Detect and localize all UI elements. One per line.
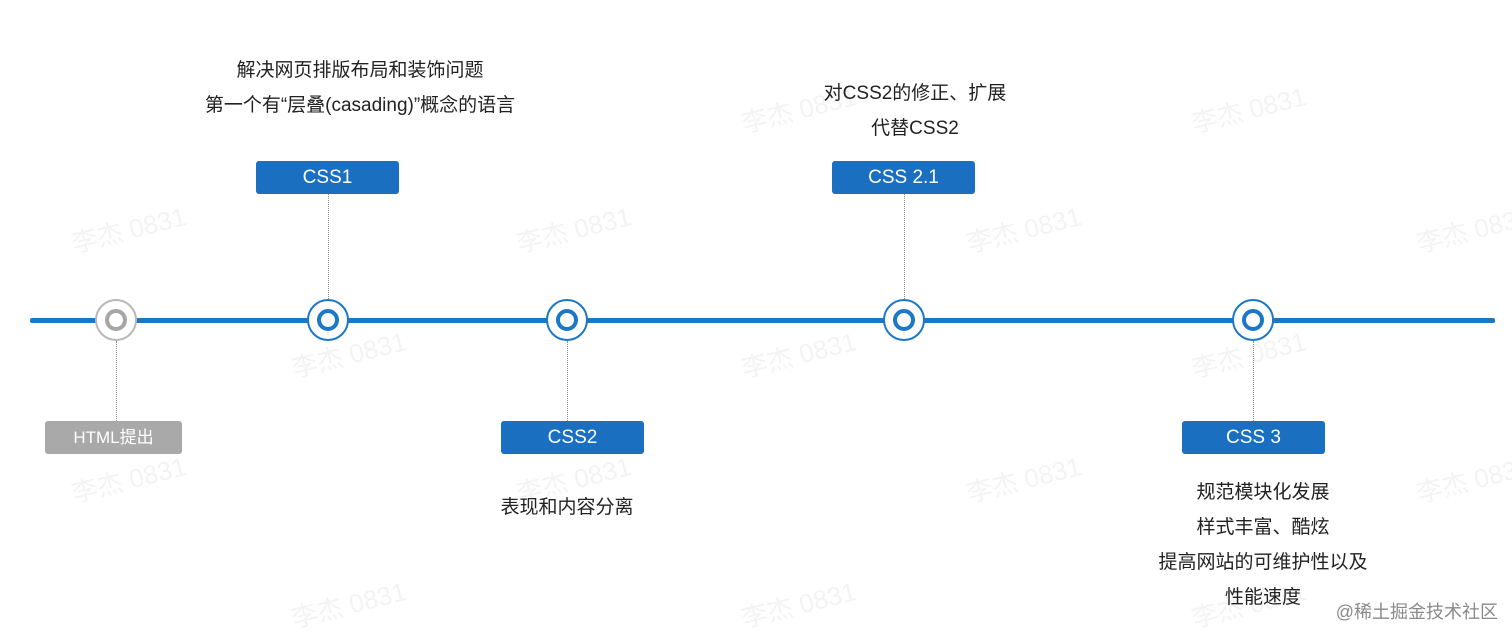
timeline-axis bbox=[30, 318, 1495, 323]
watermark: 李杰 0831 bbox=[963, 451, 1085, 509]
milestone-notes-css3: 规范模块化发展 样式丰富、酷炫 提高网站的可维护性以及 性能速度 bbox=[1123, 475, 1403, 615]
connector-line bbox=[904, 194, 905, 299]
milestone-note: 对CSS2的修正、扩展 bbox=[823, 83, 1007, 104]
timeline-node-html bbox=[95, 299, 137, 341]
connector-line bbox=[1253, 341, 1254, 421]
timeline-node-css1 bbox=[307, 299, 349, 341]
milestone-label-css21: CSS 2.1 bbox=[832, 161, 975, 194]
milestone-notes-css1: 解决网页排版布局和装饰问题 第一个有“层叠(casading)”概念的语言 bbox=[150, 53, 570, 123]
watermark: 李杰 0831 bbox=[963, 201, 1085, 259]
watermark: 李杰 0831 bbox=[513, 201, 635, 259]
watermark: 李杰 0831 bbox=[1413, 451, 1512, 509]
milestone-note: 解决网页排版布局和装饰问题 bbox=[236, 60, 484, 81]
watermark: 李杰 0831 bbox=[1413, 201, 1512, 259]
milestone-label-css2: CSS2 bbox=[501, 421, 644, 454]
milestone-note: 第一个有“层叠(casading)”概念的语言 bbox=[204, 95, 516, 116]
connector-line bbox=[116, 341, 117, 421]
milestone-label-css3: CSS 3 bbox=[1182, 421, 1325, 454]
watermark: 李杰 0831 bbox=[288, 576, 410, 634]
milestone-note: 表现和内容分离 bbox=[500, 497, 634, 518]
milestone-note: 性能速度 bbox=[1224, 587, 1301, 608]
watermark: 李杰 0831 bbox=[738, 576, 860, 634]
watermark: 李杰 0831 bbox=[68, 201, 190, 259]
connector-line bbox=[328, 194, 329, 299]
milestone-note: 规范模块化发展 bbox=[1196, 482, 1330, 503]
watermark: 李杰 0831 bbox=[68, 451, 190, 509]
milestone-note: 提高网站的可维护性以及 bbox=[1158, 552, 1368, 573]
source-credit: @稀土掘金技术社区 bbox=[1335, 602, 1498, 622]
watermark: 李杰 0831 bbox=[738, 326, 860, 384]
timeline-node-css2 bbox=[546, 299, 588, 341]
milestone-notes-css21: 对CSS2的修正、扩展 代替CSS2 bbox=[785, 76, 1045, 146]
milestone-note: 样式丰富、酷炫 bbox=[1196, 517, 1330, 538]
watermark: 李杰 0831 bbox=[1188, 81, 1310, 139]
connector-line bbox=[567, 341, 568, 421]
watermark: 李杰 0831 bbox=[288, 326, 410, 384]
milestone-notes-css2: 表现和内容分离 bbox=[447, 490, 687, 525]
timeline-node-css3 bbox=[1232, 299, 1274, 341]
milestone-note: 代替CSS2 bbox=[871, 118, 959, 139]
milestone-label-css1: CSS1 bbox=[256, 161, 399, 194]
milestone-label-html: HTML提出 bbox=[45, 421, 182, 454]
timeline-node-css21 bbox=[883, 299, 925, 341]
